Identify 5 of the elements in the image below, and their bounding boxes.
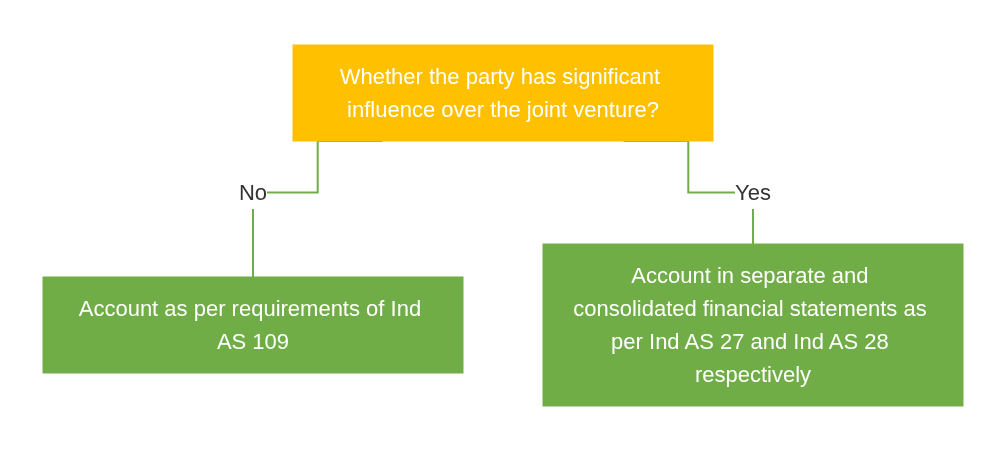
node-box: Whether the party has significant influence over the joint venture? xyxy=(292,44,713,141)
node-box: Account as per requirements of Ind AS 109 xyxy=(42,276,463,373)
edge-label: Yes xyxy=(734,179,771,205)
edge-label: No xyxy=(238,179,267,205)
node-box: Account in separate and consolidated financial statements as per Ind AS 27 and Ind AS 28 respectively xyxy=(542,243,963,406)
